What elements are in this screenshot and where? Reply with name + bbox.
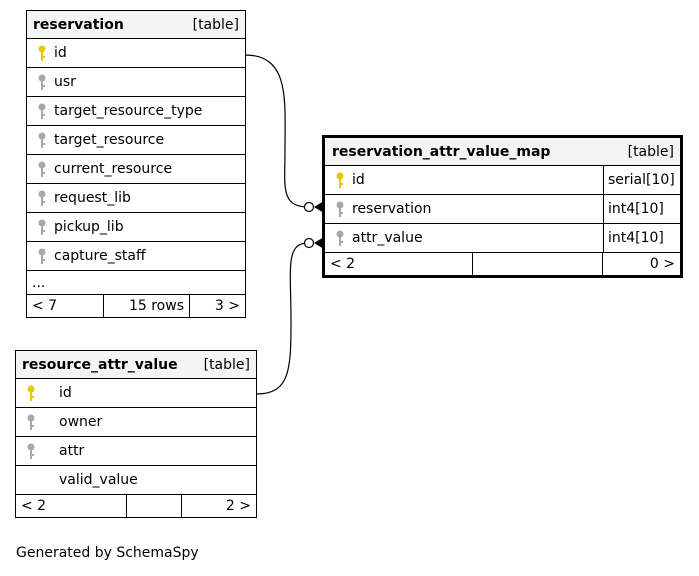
- column-row[interactable]: reservation int4[10]: [325, 195, 680, 224]
- table-footer: < 2 2 >: [16, 495, 256, 517]
- column-row[interactable]: id: [27, 39, 245, 68]
- column-name: reservation: [352, 201, 432, 217]
- column-row[interactable]: valid_value: [16, 466, 256, 495]
- table-reservation[interactable]: reservation [table] id usr target_resour…: [26, 10, 246, 318]
- footer-row-count: [126, 495, 182, 517]
- generator-caption: Generated by SchemaSpy: [16, 545, 199, 561]
- column-name: id: [59, 385, 72, 401]
- column-row[interactable]: id serial[10]: [325, 166, 680, 195]
- column-name: owner: [59, 414, 103, 430]
- table-kind: [table]: [627, 143, 674, 160]
- connector-resource-attr-value-id: [255, 242, 309, 395]
- table-footer: < 2 0 >: [325, 253, 680, 275]
- column-row[interactable]: target_resource_type: [27, 97, 245, 126]
- column-type: int4[10]: [603, 224, 664, 252]
- column-name: usr: [54, 74, 76, 90]
- footer-row-count: [472, 253, 603, 275]
- foreign-key-icon: [21, 442, 41, 460]
- more-columns-ellipsis: ...: [27, 271, 245, 295]
- table-reservation-attr-value-map[interactable]: reservation_attr_value_map [table] id se…: [322, 135, 683, 278]
- column-row[interactable]: attr_value int4[10]: [325, 224, 680, 253]
- footer-parents-link[interactable]: < 2: [21, 498, 47, 514]
- column-name: attr_value: [352, 230, 423, 246]
- column-row[interactable]: attr: [16, 437, 256, 466]
- footer-parents-link[interactable]: < 2: [330, 256, 356, 272]
- footer-row-count: 15 rows: [103, 295, 190, 317]
- table-resource-attr-value[interactable]: resource_attr_value [table] id owner att…: [15, 350, 257, 518]
- column-name: attr: [59, 443, 85, 459]
- foreign-key-icon: [32, 131, 52, 149]
- column-name: id: [54, 45, 67, 61]
- column-name: valid_value: [59, 472, 138, 488]
- foreign-key-icon: [32, 218, 52, 236]
- column-row[interactable]: request_lib: [27, 184, 245, 213]
- connector-reservation-id: [244, 54, 309, 208]
- column-row[interactable]: capture_staff: [27, 242, 245, 271]
- crowfoot-reservation: [314, 201, 324, 213]
- foreign-key-icon: [32, 160, 52, 178]
- column-row[interactable]: usr: [27, 68, 245, 97]
- footer-children-link[interactable]: 2 >: [225, 498, 251, 514]
- foreign-key-icon: [32, 189, 52, 207]
- column-row[interactable]: owner: [16, 408, 256, 437]
- column-name: pickup_lib: [54, 219, 124, 235]
- table-name: reservation: [33, 16, 124, 33]
- table-header: reservation [table]: [27, 11, 245, 39]
- crowfoot-attr-value: [314, 237, 324, 249]
- column-type: int4[10]: [603, 195, 664, 223]
- column-name: id: [352, 172, 365, 188]
- column-name: target_resource: [54, 132, 165, 148]
- table-footer: < 7 15 rows 3 >: [27, 295, 245, 317]
- column-name: capture_staff: [54, 248, 146, 264]
- table-name: resource_attr_value: [22, 356, 178, 373]
- column-row[interactable]: current_resource: [27, 155, 245, 184]
- table-kind: [table]: [192, 16, 239, 33]
- column-type: serial[10]: [603, 166, 675, 194]
- foreign-key-icon: [330, 229, 350, 247]
- foreign-key-icon: [32, 102, 52, 120]
- table-name: reservation_attr_value_map: [332, 143, 551, 160]
- footer-parents-link[interactable]: < 7: [32, 298, 58, 314]
- column-row[interactable]: target_resource: [27, 126, 245, 155]
- foreign-key-icon: [330, 200, 350, 218]
- primary-key-icon: [21, 384, 41, 402]
- zero-marker-attr-value: [303, 237, 315, 249]
- table-kind: [table]: [203, 356, 250, 373]
- foreign-key-icon: [21, 413, 41, 431]
- column-row[interactable]: id: [16, 379, 256, 408]
- foreign-key-icon: [32, 73, 52, 91]
- table-header: resource_attr_value [table]: [16, 351, 256, 379]
- table-header: reservation_attr_value_map [table]: [325, 138, 680, 166]
- zero-marker-reservation: [303, 201, 315, 213]
- footer-children-link[interactable]: 3 >: [214, 298, 240, 314]
- column-name: target_resource_type: [54, 103, 203, 119]
- foreign-key-icon: [32, 247, 52, 265]
- column-name: request_lib: [54, 190, 131, 206]
- column-row[interactable]: pickup_lib: [27, 213, 245, 242]
- column-name: current_resource: [54, 161, 173, 177]
- primary-key-icon: [330, 171, 350, 189]
- primary-key-icon: [32, 44, 52, 62]
- footer-children-link[interactable]: 0 >: [649, 256, 675, 272]
